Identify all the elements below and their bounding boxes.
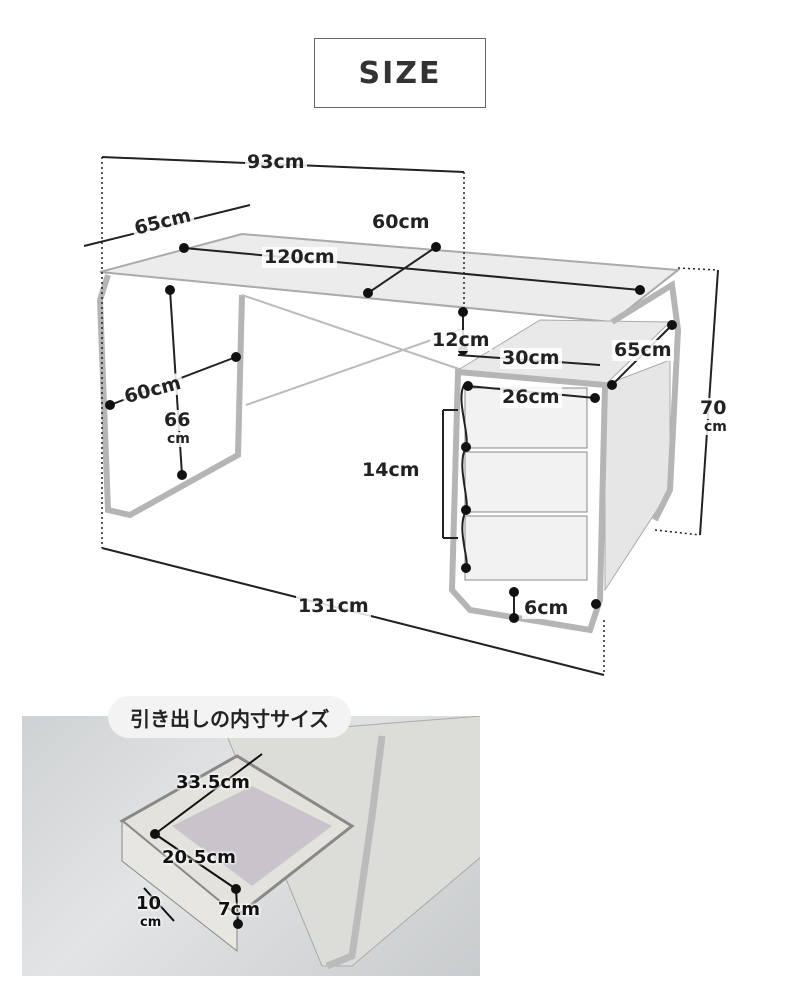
drawer-2 <box>464 451 588 513</box>
drawer-photo <box>22 715 483 976</box>
cross-brace <box>241 294 463 371</box>
label-cabinet-depth: 65cm <box>612 339 674 361</box>
label-drawer-inner-width: 20.5cm <box>162 847 236 868</box>
label-knee-height-unit: cm <box>165 431 192 448</box>
size-title: SIZE <box>314 38 486 108</box>
label-overall-width-top: 93cm <box>245 151 307 173</box>
label-drawer-inner-height: 10 <box>136 893 162 914</box>
extension-lines <box>101 157 719 675</box>
label-total-height-unit: cm <box>702 419 729 436</box>
left-leg-frame <box>96 274 245 519</box>
label-drawer-width: 26cm <box>500 386 562 408</box>
label-drawer-height: 14cm <box>360 459 422 481</box>
label-top-width: 120cm <box>262 246 337 268</box>
label-top-depth: 60cm <box>370 211 432 233</box>
label-drawer-front-height: 7cm <box>218 899 260 920</box>
dimension-points <box>105 242 677 623</box>
label-knee-height: 66 <box>162 409 193 431</box>
drawer-3 <box>464 515 588 581</box>
label-total-height: 70 <box>698 397 729 419</box>
cabinet-side <box>604 359 671 592</box>
drawer-inner-size-heading: 引き出しの内寸サイズ <box>108 696 352 738</box>
label-drawer-inner-height-unit: cm <box>140 915 162 930</box>
desk-dimension-diagram <box>83 156 719 676</box>
label-cabinet-clearance: 6cm <box>522 597 571 619</box>
cabinet-frame <box>448 368 609 634</box>
label-cabinet-top-depth: 30cm <box>500 347 562 369</box>
label-drawer-inner-depth: 33.5cm <box>176 772 250 793</box>
cross-brace <box>245 329 461 406</box>
label-overall-width: 131cm <box>296 595 371 617</box>
drawer-illustration <box>119 715 483 970</box>
right-frame <box>610 280 682 522</box>
label-gap-height: 12cm <box>430 329 492 351</box>
